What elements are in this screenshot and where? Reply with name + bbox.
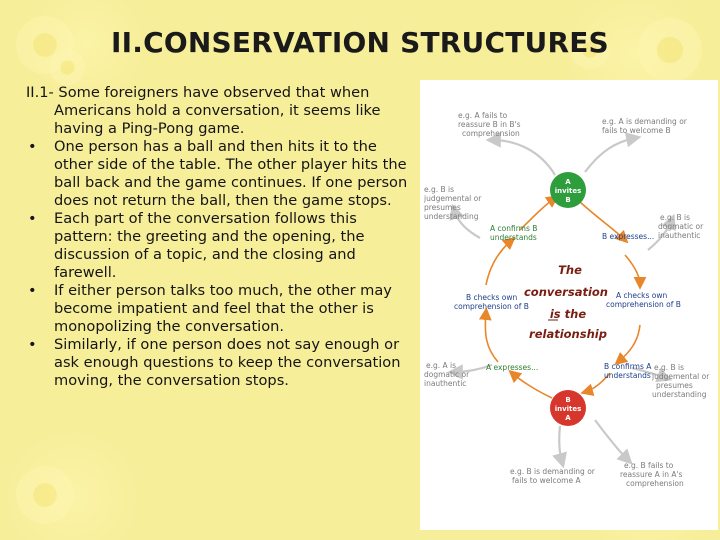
svg-text:e.g. B is: e.g. B is xyxy=(654,363,684,372)
bullet-text: If either person talks too much, the oth… xyxy=(54,282,392,335)
slide-body: II.1- Some foreigners have observed that… xyxy=(26,84,410,390)
bullet-text: One person has a ball and then hits it t… xyxy=(54,138,408,209)
step-a-expresses: A expresses... xyxy=(486,363,538,372)
example-left-upper: e.g. B is judgemental or presumes unders… xyxy=(423,185,482,221)
node-bottom-line: invites xyxy=(555,405,582,413)
arrow-left-up xyxy=(478,307,499,363)
node-top-line: B xyxy=(565,196,570,204)
arrow-bottom-to-node xyxy=(580,372,611,396)
svg-text:relationship: relationship xyxy=(529,327,607,341)
slide-title: II.CONSERVATION STRUCTURES xyxy=(111,26,609,59)
svg-text:e.g. B is: e.g. B is xyxy=(424,185,454,194)
conversation-cycle-diagram: A invites B B invites A The conversation… xyxy=(420,80,718,530)
arrow-top-in xyxy=(519,195,559,231)
example-right-upper: e.g. B is dogmatic or inauthentic xyxy=(658,213,704,240)
svg-text:inauthentic: inauthentic xyxy=(658,231,700,240)
svg-text:presumes: presumes xyxy=(656,381,693,390)
background-flower xyxy=(40,40,95,95)
bullet-item: • If either person talks too much, the ot… xyxy=(26,282,410,336)
step-a-confirms: understands xyxy=(490,233,537,242)
svg-text:e.g. B is: e.g. B is xyxy=(660,213,690,222)
background-flower xyxy=(0,0,90,90)
step-a-checks: comprehension of B xyxy=(606,300,681,309)
example-right-lower: e.g. B is judgemental or presumes unders… xyxy=(651,363,710,399)
bullet-text: Each part of the conversation follows th… xyxy=(54,210,365,281)
intro-paragraph: II.1- Some foreigners have observed that… xyxy=(26,84,381,137)
node-a-invites-b xyxy=(550,172,586,208)
step-b-confirms: B confirms A xyxy=(604,362,652,371)
example-arrows xyxy=(447,132,676,469)
arrow-top-to-right xyxy=(579,201,629,244)
svg-text:dogmatic or: dogmatic or xyxy=(424,370,470,379)
svg-text:e.g. B is demanding or: e.g. B is demanding or xyxy=(510,467,596,476)
svg-text:inauthentic: inauthentic xyxy=(424,379,466,388)
background-flower xyxy=(0,450,90,540)
svg-text:judgemental or: judgemental or xyxy=(651,372,710,381)
svg-text:e.g. A is demanding or: e.g. A is demanding or xyxy=(602,117,688,126)
node-top-line: A xyxy=(565,178,571,186)
bullet-item: • One person has a ball and then hits it … xyxy=(26,138,410,210)
svg-text:e.g. A fails to: e.g. A fails to xyxy=(458,111,508,120)
arrow-left-to-top xyxy=(485,236,516,286)
node-top-line: invites xyxy=(555,187,582,195)
svg-text:is the: is the xyxy=(550,307,586,321)
arrow-right-to-bottom xyxy=(614,324,641,366)
svg-text:e.g. A is: e.g. A is xyxy=(426,361,456,370)
svg-text:conversation: conversation xyxy=(524,285,608,299)
svg-text:fails to welcome A: fails to welcome A xyxy=(512,476,581,485)
cycle-arrows xyxy=(478,195,647,399)
svg-text:presumes: presumes xyxy=(424,203,461,212)
step-a-confirms: A confirms B xyxy=(490,224,537,233)
step-a-checks: A checks own xyxy=(616,291,667,300)
bullet-item: • Each part of the conversation follows t… xyxy=(26,210,410,282)
bullet-icon: • xyxy=(28,210,37,227)
svg-text:The: The xyxy=(558,263,582,277)
svg-text:dogmatic or: dogmatic or xyxy=(658,222,704,231)
background-flower xyxy=(560,20,620,80)
bullet-text: Similarly, if one person does not say en… xyxy=(54,336,401,389)
center-label: The conversation is the relationship xyxy=(524,263,608,341)
arrow-right-down xyxy=(624,254,647,290)
svg-text:e.g. B fails to: e.g. B fails to xyxy=(624,461,674,470)
bullet-item: • Similarly, if one person does not say e… xyxy=(26,336,410,390)
svg-text:fails to welcome B: fails to welcome B xyxy=(602,126,671,135)
arrow-node-to-left xyxy=(508,369,553,399)
svg-text:reassure A in A's: reassure A in A's xyxy=(620,470,683,479)
bullet-icon: • xyxy=(28,336,37,353)
node-bottom-line: A xyxy=(565,414,571,422)
example-top-right: e.g. A is demanding or fails to welcome … xyxy=(602,117,688,135)
example-bottom: e.g. B is demanding or fails to welcome … xyxy=(510,467,596,485)
svg-text:understanding: understanding xyxy=(652,390,707,399)
svg-text:comprehension: comprehension xyxy=(462,129,520,138)
svg-text:comprehension: comprehension xyxy=(626,479,684,488)
cycle-diagram-svg: A invites B B invites A The conversation… xyxy=(423,111,710,488)
node-bottom-line: B xyxy=(565,396,570,404)
example-bottom-right: e.g. B fails to reassure A in A's compre… xyxy=(620,461,684,488)
svg-text:understanding: understanding xyxy=(424,212,479,221)
step-b-checks: comprehension of B xyxy=(454,302,529,311)
step-b-checks: B checks own xyxy=(466,293,518,302)
bullet-icon: • xyxy=(28,282,37,299)
example-top: e.g. A fails to reassure B in B's compre… xyxy=(458,111,521,138)
node-b-invites-a xyxy=(550,390,586,426)
svg-text:judgemental or: judgemental or xyxy=(423,194,482,203)
step-b-expresses: B expresses... xyxy=(602,232,654,241)
step-b-confirms: understands xyxy=(604,371,651,380)
example-left-lower: e.g. A is dogmatic or inauthentic xyxy=(424,361,470,388)
bullet-list: • One person has a ball and then hits it … xyxy=(26,138,410,390)
svg-text:reassure B in B's: reassure B in B's xyxy=(458,120,521,129)
bullet-icon: • xyxy=(28,138,37,155)
